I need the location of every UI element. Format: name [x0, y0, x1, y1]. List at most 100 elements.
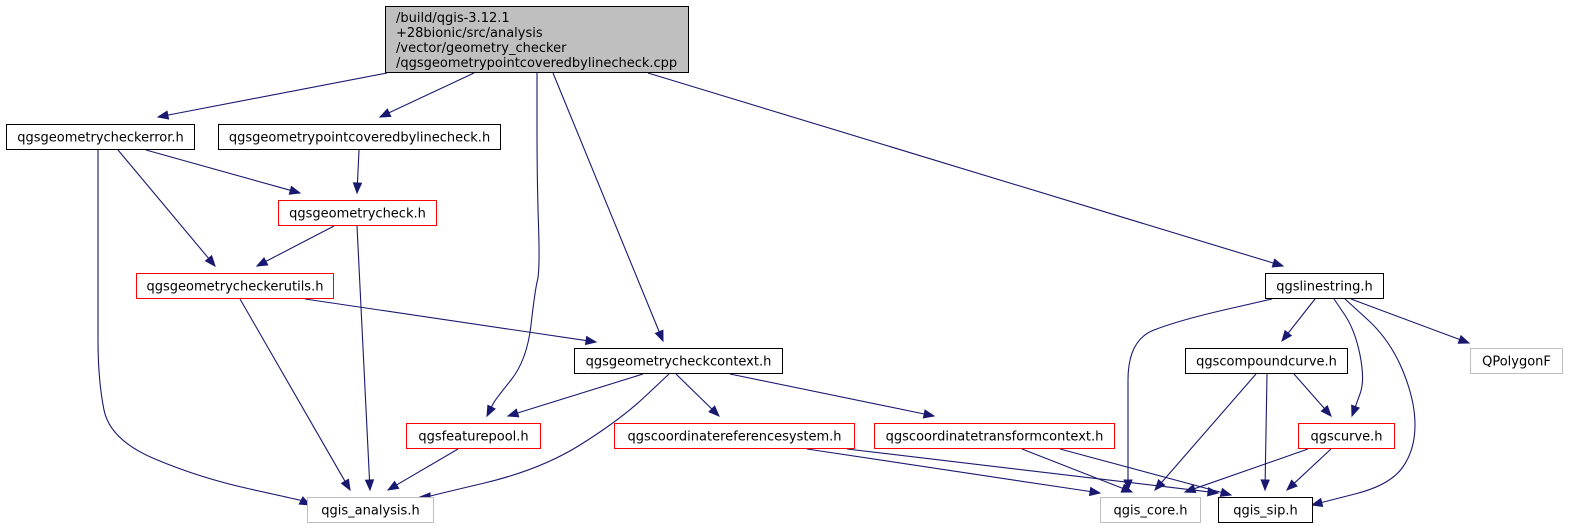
node-box [1100, 497, 1201, 523]
node-box [1185, 348, 1348, 374]
edge-arrowhead [378, 108, 392, 118]
node-label: qgsfeaturepool.h [418, 430, 528, 445]
node-geomcheck[interactable]: qgsgeometrycheck.h [278, 200, 437, 226]
edge-arrowhead [1286, 479, 1298, 491]
edge-pointcovered-to-geomcheck [352, 149, 363, 195]
node-curve[interactable]: qgscurve.h [1298, 423, 1395, 449]
edge-compoundcurve-to-curve [1293, 373, 1332, 418]
edge-checkerutils-to-analysis [239, 298, 351, 492]
node-label: /qgsgeometrypointcoveredbylinecheck.cpp [396, 56, 677, 71]
edge-line [239, 298, 346, 482]
edge-line [1293, 448, 1332, 484]
node-label: qgsgeometrycheckcontext.h [586, 355, 772, 370]
node-analysis[interactable]: qgis_analysis.h [307, 497, 434, 523]
edge-line [1021, 448, 1123, 489]
edge-arrowhead [386, 480, 400, 491]
edge-line [1194, 448, 1309, 490]
node-label: +28bionic/src/analysis [396, 26, 543, 41]
edge-root-to-linestring [647, 72, 1285, 268]
edge-root-to-pointcovered [378, 72, 475, 118]
node-pointcovered[interactable]: qgsgeometrypointcoveredbylinecheck.h [218, 124, 501, 150]
edge-line [356, 225, 371, 481]
edge-arrowhead [1351, 404, 1361, 418]
edge-crs-to-sip [846, 448, 1220, 497]
edge-line [647, 72, 1274, 264]
edge-checkerror-to-geomcheck [145, 149, 302, 195]
edge-line [1321, 298, 1416, 504]
edge-arrowhead [352, 182, 363, 195]
node-label: qgsgeometrypointcoveredbylinecheck.h [229, 131, 490, 146]
edge-checkcontext-to-transformctx [729, 373, 936, 419]
edge-line [1059, 448, 1222, 493]
node-checkcontext[interactable]: qgsgeometrycheckcontext.h [574, 348, 783, 374]
node-checkerror[interactable]: qgsgeometrycheckerror.h [6, 124, 195, 150]
node-checkerutils[interactable]: qgsgeometrycheckerutils.h [136, 273, 334, 299]
node-box [406, 423, 541, 449]
edge-root-to-checkerror [156, 72, 388, 120]
node-label: qgscoordinatetransformcontext.h [886, 430, 1104, 445]
node-label: /build/qgis-3.12.1 [396, 11, 510, 26]
node-transformctx[interactable]: qgscoordinatetransformcontext.h [874, 423, 1115, 449]
edge-arrowhead [1183, 484, 1197, 494]
node-label: qgscoordinatereferencesystem.h [627, 430, 841, 445]
edge-arrowhead [1320, 404, 1332, 418]
node-box [136, 273, 334, 299]
edge-arrowhead [1271, 258, 1285, 268]
edge-compoundcurve-to-sip [1260, 373, 1270, 492]
edge-arrowhead [708, 405, 720, 417]
node-box [385, 6, 689, 73]
edge-arrowhead [1088, 486, 1102, 497]
node-box [218, 124, 501, 150]
node-label: QPolygonF [1482, 355, 1551, 370]
edge-compoundcurve-to-core [1154, 373, 1257, 492]
node-root[interactable]: /build/qgis-3.12.1+28bionic/src/analysis… [385, 6, 689, 73]
edge-crs-to-core [806, 448, 1102, 497]
edge-arrowhead [156, 110, 170, 120]
node-label: qgslinestring.h [1276, 280, 1372, 295]
edge-arrowhead [288, 185, 302, 195]
edge-line [304, 298, 587, 342]
edge-arrowhead [922, 409, 936, 419]
edge-line [396, 448, 459, 486]
edge-arrowhead [1281, 329, 1293, 343]
edge-linestring-to-curve [1333, 298, 1364, 418]
edge-line [517, 373, 644, 414]
edge-arrowhead [506, 408, 520, 418]
edge-line [117, 149, 210, 259]
edge-arrowhead [584, 335, 598, 346]
edge-line [1127, 298, 1273, 480]
edge-linestring-to-core [1123, 298, 1273, 492]
edge-line [490, 73, 540, 408]
edge-linestring-to-qpolygonf [1350, 298, 1471, 344]
node-box [574, 348, 783, 374]
edge-line [265, 225, 335, 262]
node-box [278, 200, 437, 226]
node-qpolygonf[interactable]: QPolygonF [1470, 348, 1563, 374]
edge-featurepool-to-analysis [386, 448, 459, 491]
edge-geomcheck-to-analysis [356, 225, 375, 492]
node-box [1470, 348, 1563, 374]
edge-arrowhead [255, 256, 269, 267]
node-crs[interactable]: qgscoordinatereferencesystem.h [614, 423, 855, 449]
edge-line [1333, 298, 1364, 407]
edge-line [846, 448, 1209, 493]
edge-arrowhead [1260, 479, 1270, 492]
edge-line [552, 72, 660, 332]
edge-line [1350, 298, 1460, 341]
edge-arrowhead [364, 479, 375, 492]
node-compoundcurve[interactable]: qgscompoundcurve.h [1185, 348, 1348, 374]
node-label: qgscurve.h [1310, 430, 1382, 445]
edge-arrowhead [1219, 487, 1233, 497]
edge-arrowhead [1310, 497, 1324, 507]
edge-line [388, 72, 475, 114]
node-core[interactable]: qgis_core.h [1100, 497, 1201, 523]
edge-line [729, 373, 925, 415]
node-sip[interactable]: qgis_sip.h [1218, 497, 1313, 523]
node-linestring[interactable]: qgslinestring.h [1265, 273, 1384, 299]
node-label: qgsgeometrycheckerror.h [17, 131, 184, 146]
edge-line [1264, 373, 1268, 481]
edge-arrowhead [486, 404, 496, 418]
edge-layer [97, 72, 1471, 507]
node-featurepool[interactable]: qgsfeaturepool.h [406, 423, 541, 449]
